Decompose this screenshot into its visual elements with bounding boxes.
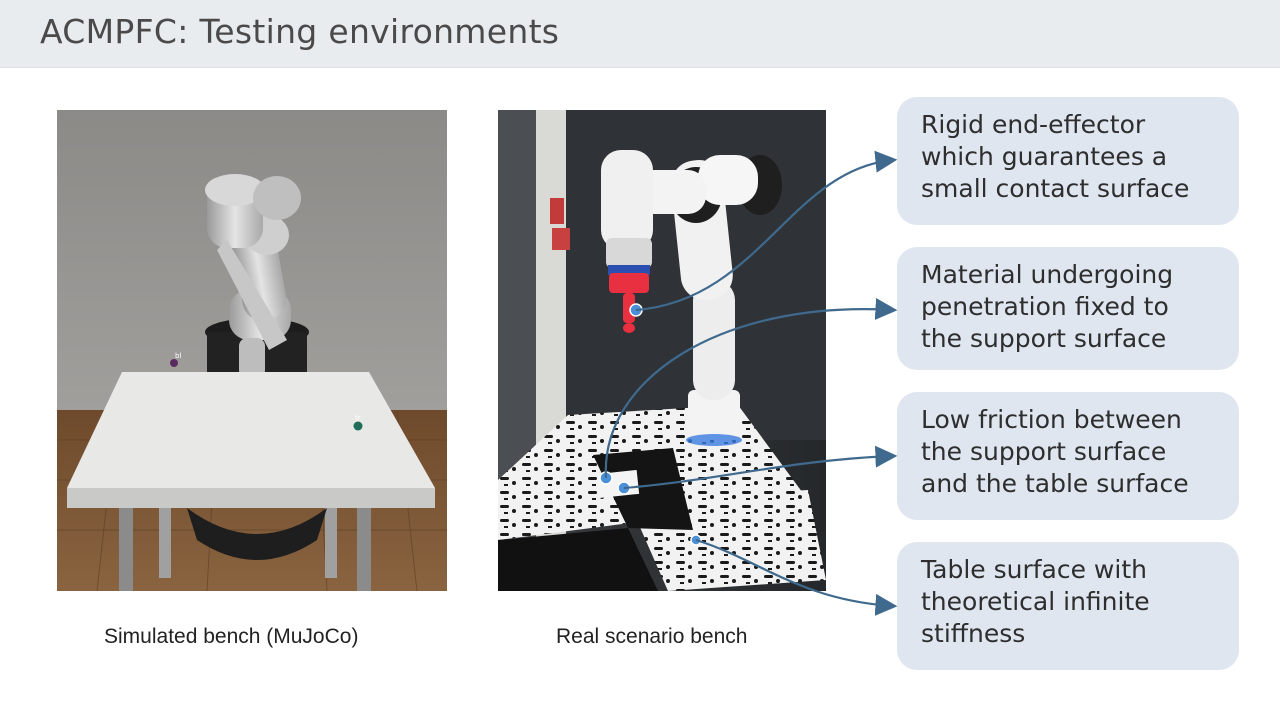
callout-end-effector: Rigid end-effector which guarantees a sm… [897, 97, 1239, 225]
marker-material [599, 471, 613, 485]
slide-header: ACMPFC: Testing environments [0, 0, 1280, 68]
marker-bl [170, 359, 178, 367]
callout-material: Material undergoing penetration fixed to… [897, 247, 1239, 370]
callout-friction: Low friction between the support surface… [897, 392, 1239, 520]
caption-simulated-bench: Simulated bench (MuJoCo) [104, 625, 359, 648]
simulated-bench-illustration: bl tr [57, 110, 447, 591]
callout-text: Rigid end-effector which guarantees a sm… [921, 110, 1190, 203]
marker-label-tr: tr [355, 414, 361, 422]
caption-real-bench: Real scenario bench [556, 625, 748, 648]
marker-tr [353, 421, 363, 431]
real-bench-photo [498, 110, 826, 591]
callout-text: Table surface with theoretical infinite … [921, 555, 1150, 648]
marker-label-bl: bl [175, 352, 181, 360]
marker-end-effector [629, 303, 643, 317]
marker-support-surface [617, 481, 631, 495]
callout-text: Low friction between the support surface… [921, 405, 1189, 498]
slide-title: ACMPFC: Testing environments [40, 12, 560, 51]
simulated-bench-image: bl tr [57, 110, 447, 591]
callout-table-stiffness: Table surface with theoretical infinite … [897, 542, 1239, 670]
callout-text: Material undergoing penetration fixed to… [921, 260, 1174, 353]
marker-table-surface [690, 534, 702, 546]
real-bench-illustration [498, 110, 826, 591]
